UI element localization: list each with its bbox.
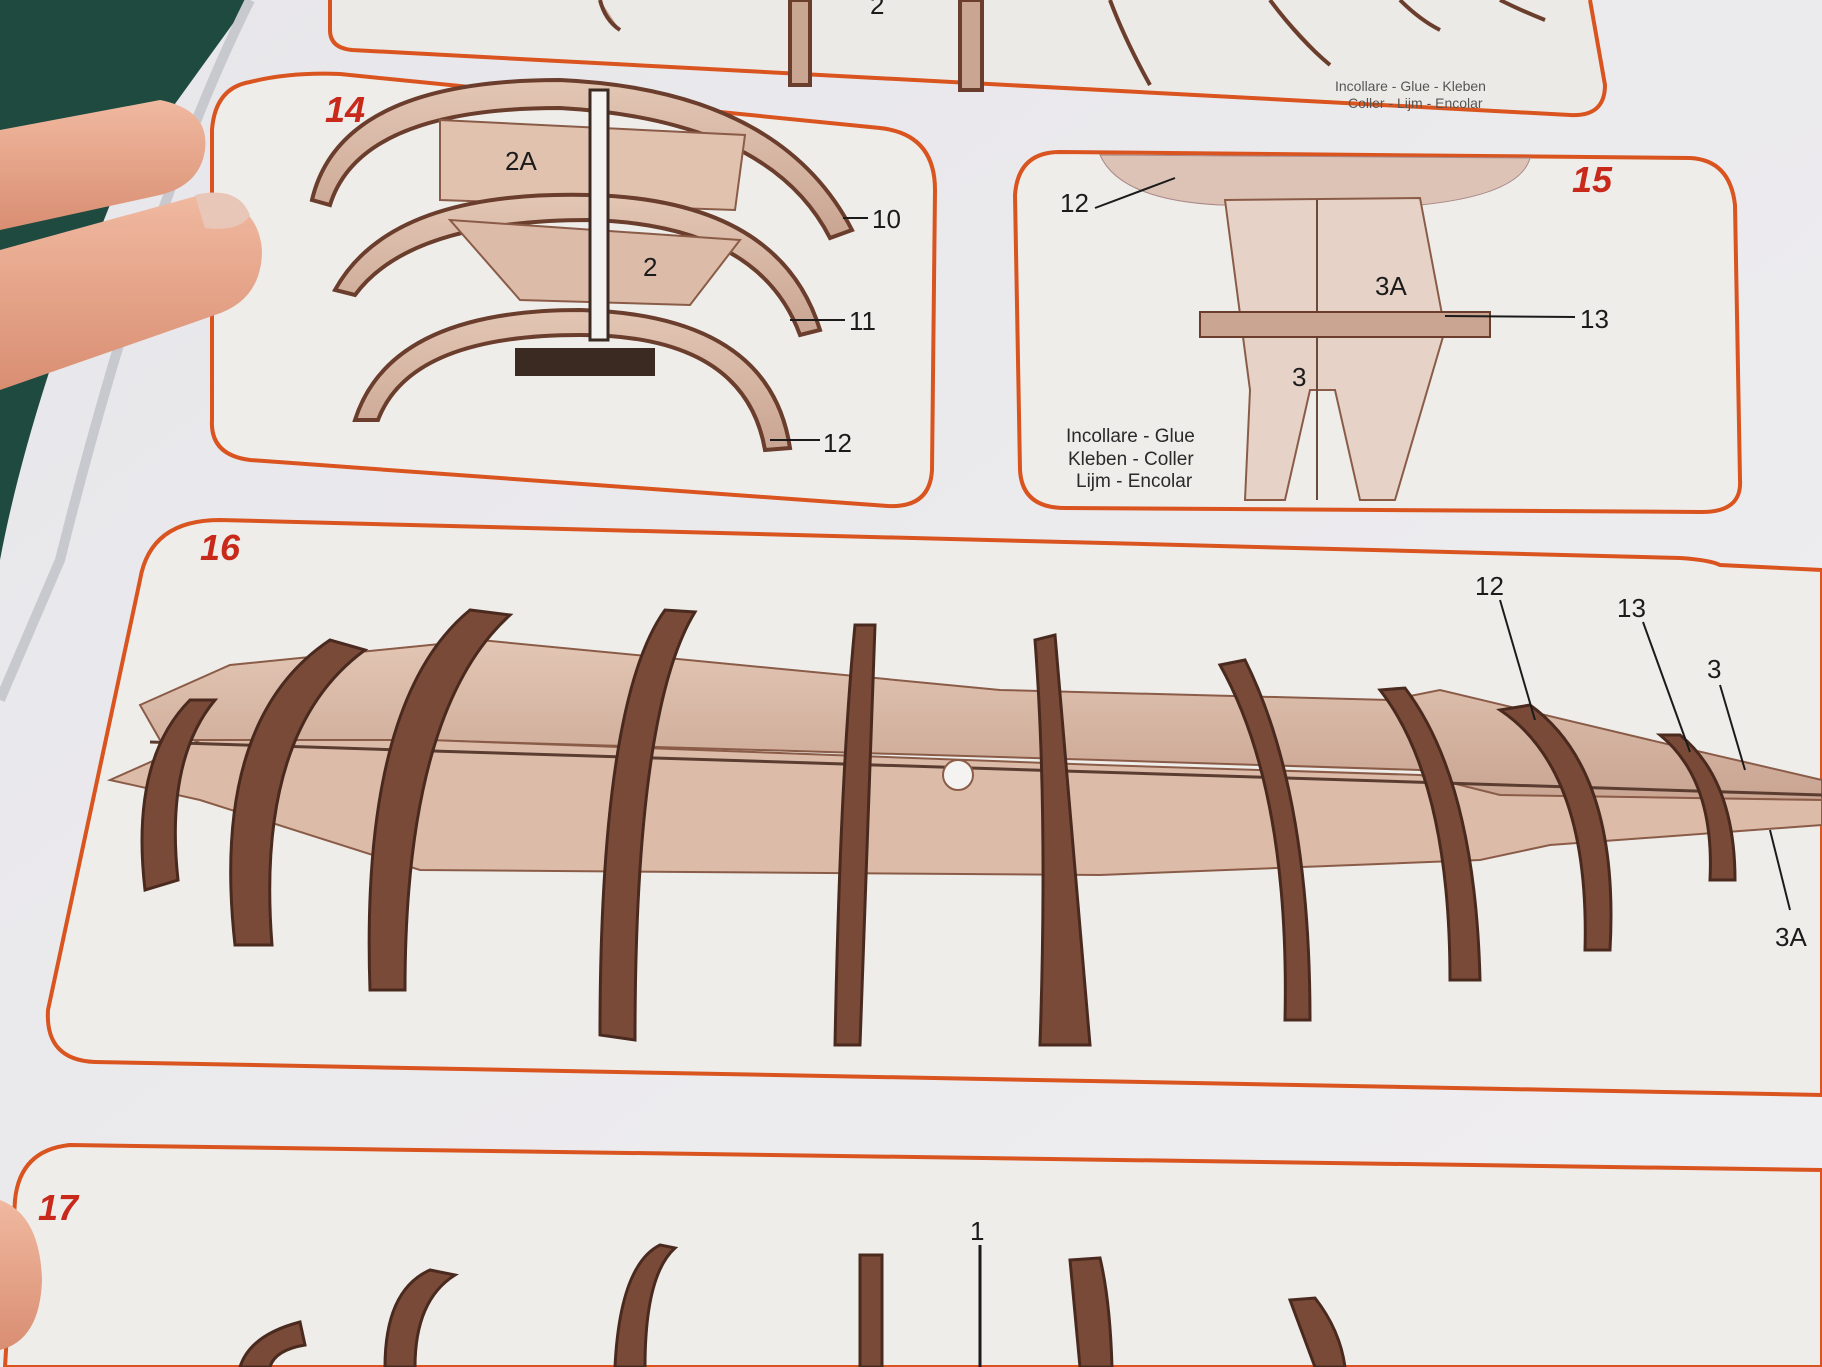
bulkhead-5 [833,623,877,1047]
step-14-number: 14 [325,89,365,130]
fingernail [195,192,250,229]
bulkhead-1 [140,698,219,892]
keel-lower-board [106,739,1822,877]
step-14-label-10: 10 [872,204,901,234]
keel-strip [588,88,610,342]
top-glue-line-1: Incollare - Glue - Kleben [1335,78,1486,94]
step-15-glue-line-2: Kleben - Coller [1068,449,1194,470]
step-16-label-13: 13 [1617,593,1646,623]
step-15-label-12: 12 [1060,188,1089,218]
finger-upper [0,100,206,230]
step-16-panel: 16 12 13 3 3A [45,517,1822,1098]
holding-hand [0,100,262,1350]
bulkhead-2 [229,638,369,947]
step-14-label-11: 11 [849,306,876,336]
top-step-frame: 2 Incollare - Glue - Kleben Coller - Lij… [328,0,1608,118]
bulkhead-7 [1217,658,1312,1022]
bulkhead-3 [367,608,514,992]
step-15-glue-line-3: Lijm - Encolar [1076,471,1193,492]
finger-middle [0,195,262,390]
frame-12-part [1099,154,1531,206]
bulkhead-4 [598,608,698,1042]
step-15-label-13: 13 [1580,304,1609,334]
step-17-panel: 17 1 [2,1142,1822,1367]
bulkhead-10 [1655,733,1737,882]
step-17-frame [2,1142,1822,1367]
keel-slot [515,348,655,376]
top-part-label: 2 [870,0,884,20]
step-15-number: 15 [1572,159,1613,200]
step-17-label-1: 1 [970,1216,984,1246]
step-14-panel: 14 2A 2 10 11 12 [209,71,938,509]
step-15-label-3: 3 [1292,362,1306,392]
step-16-label-12: 12 [1475,571,1504,601]
finger-tip-lower [0,1200,42,1350]
step-17-number: 17 [38,1187,80,1228]
keel-3A-part [1223,196,1447,501]
step-14-label-12: 12 [823,428,852,458]
step-16-label-3A: 3A [1775,922,1807,952]
step-15-glue-line-1: Incollare - Glue [1066,426,1195,447]
step-15-panel: 15 12 3A 13 3 Incollare - Glue Kleben - … [1012,149,1743,515]
top-glue-line-2: Coller - Lijm - Encolar [1348,95,1483,111]
step-16-label-3: 3 [1707,654,1721,684]
frame-13-part [1199,311,1491,338]
step-14-label-2A: 2A [505,146,537,176]
step-14-label-2: 2 [643,252,657,282]
bulkhead-6 [1033,633,1092,1047]
frame-12-part [352,307,793,453]
step-16-number: 16 [200,527,241,568]
frame-10-part [309,77,855,241]
step-15-label-3A: 3A [1375,271,1407,301]
bulkhead-8 [1377,686,1482,982]
